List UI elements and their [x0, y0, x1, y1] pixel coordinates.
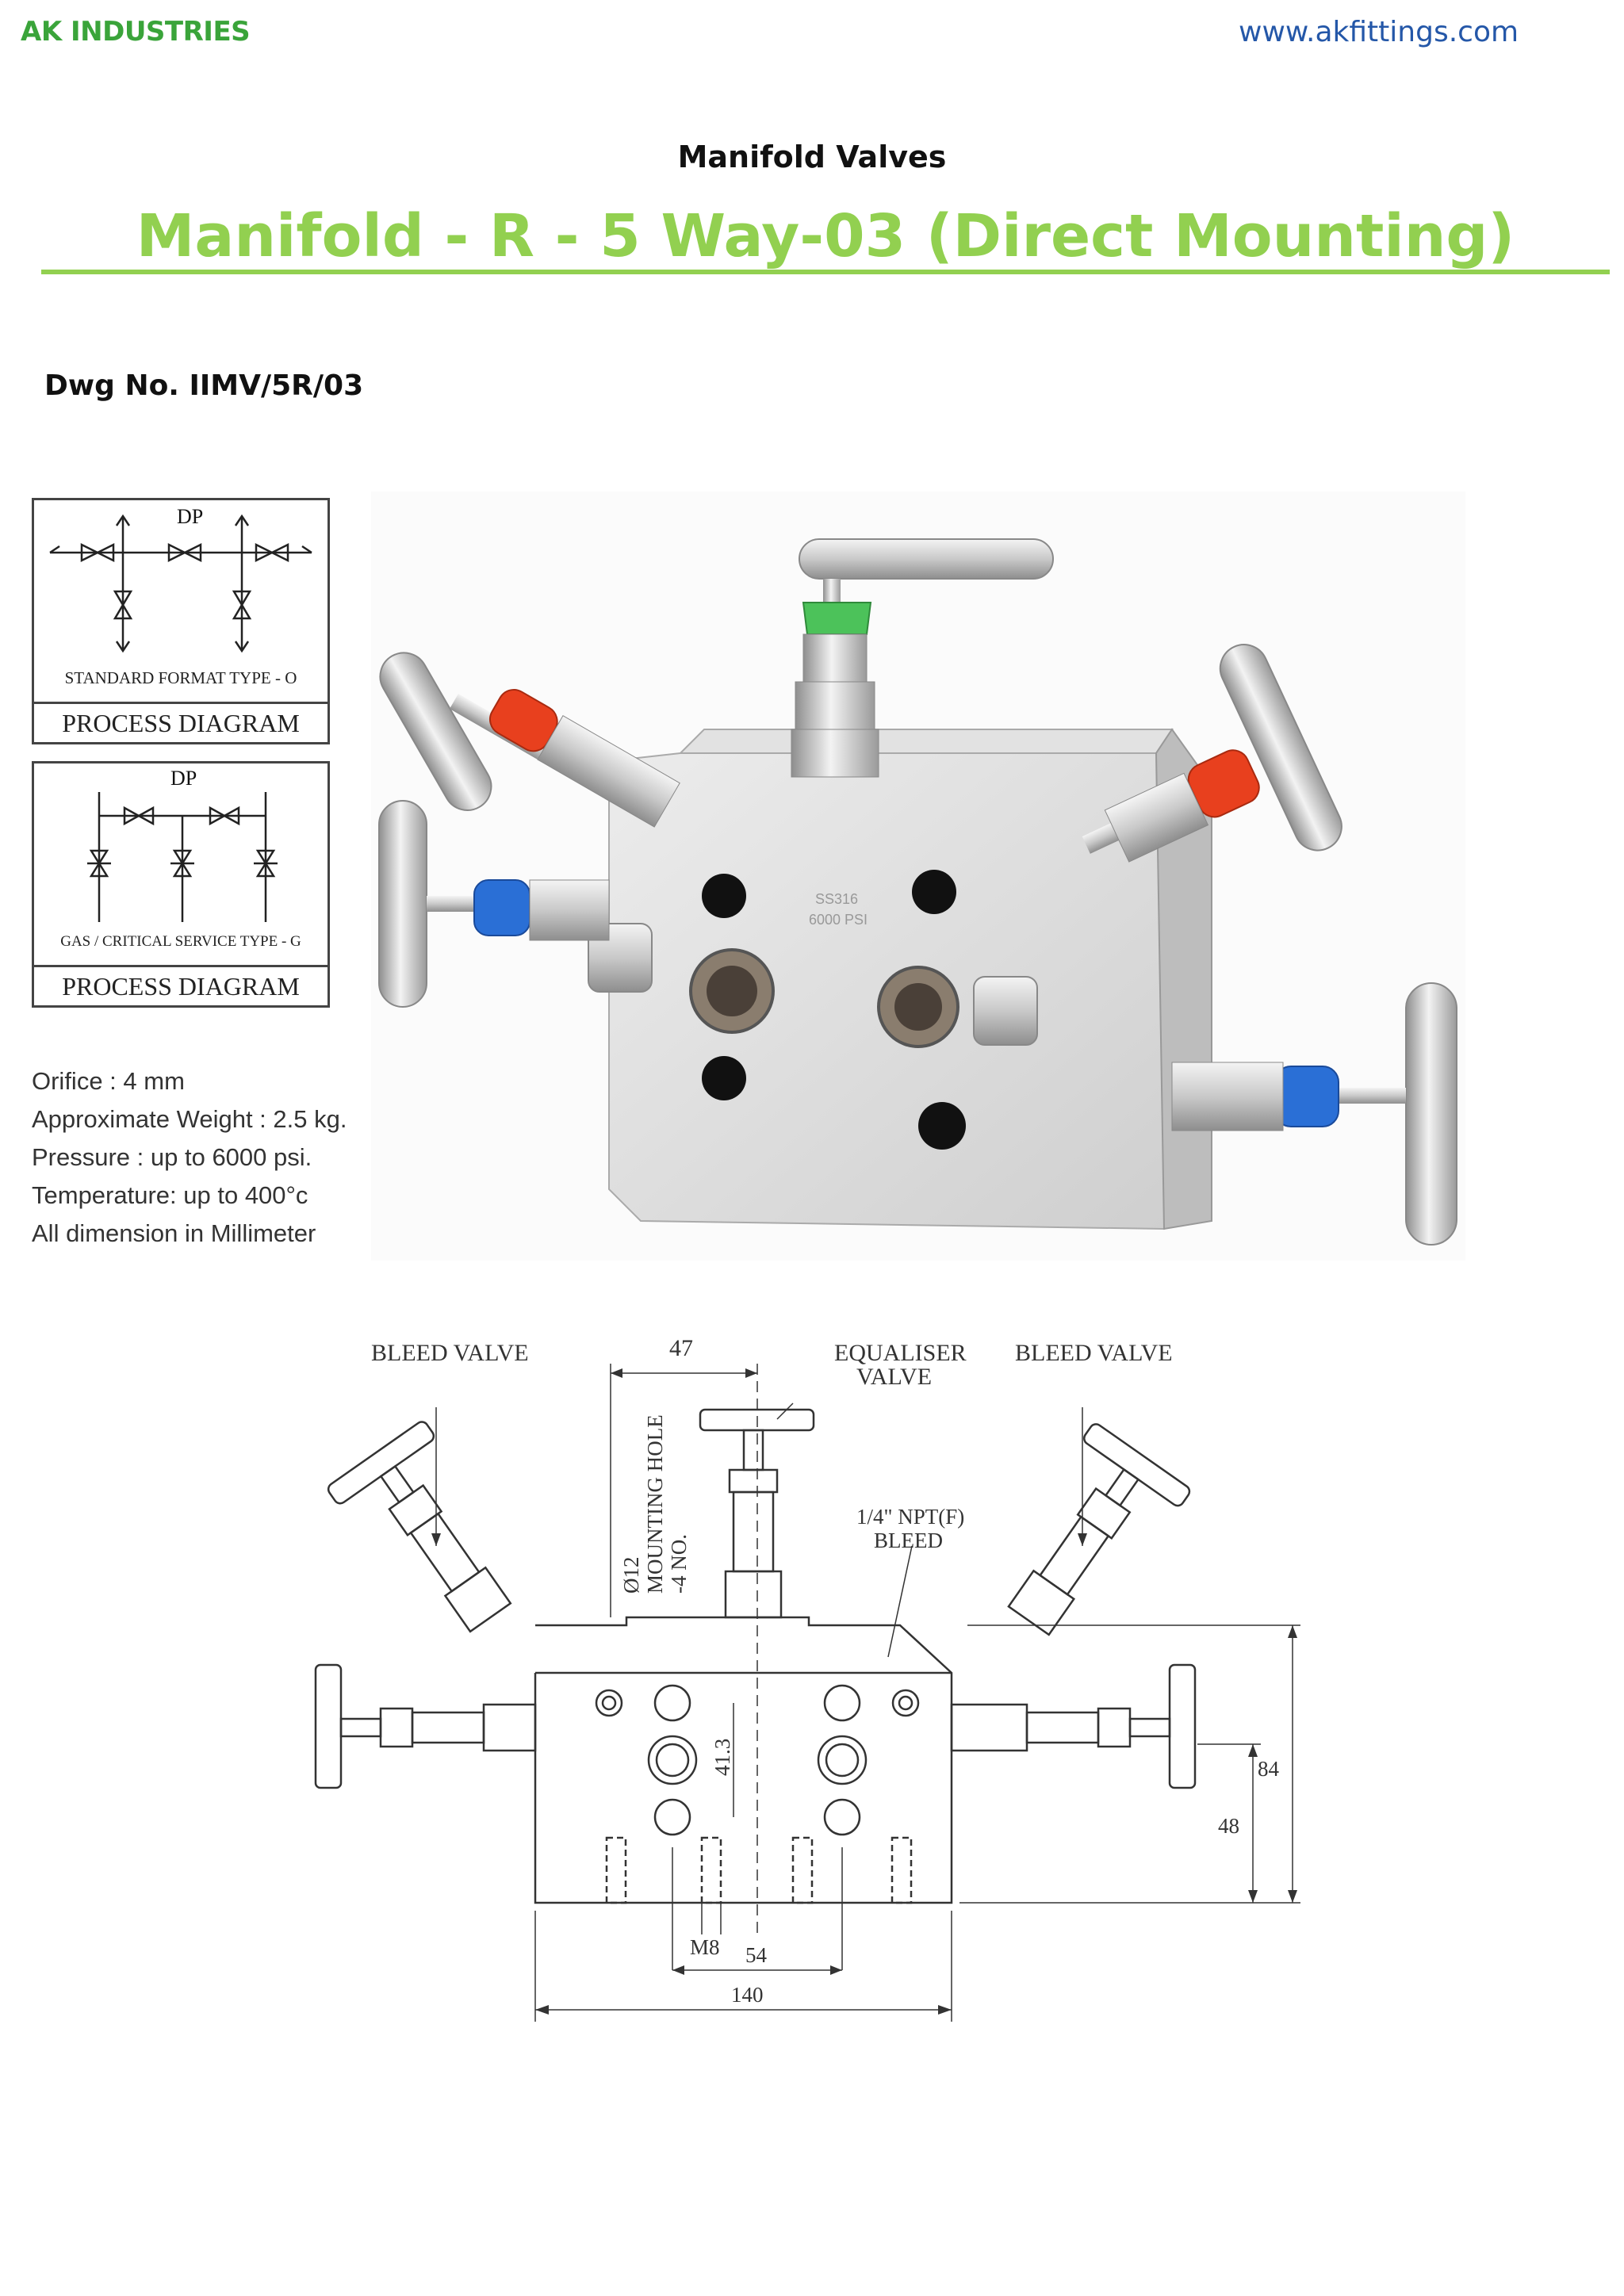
dp-label: DP	[170, 767, 197, 790]
dimension-drawing: BLEED VALVE 47 EQUALISER VALVE BLEED VAL…	[314, 1335, 1300, 2022]
lower-right-handle	[1405, 982, 1457, 1246]
process-diagram-schematic	[87, 792, 278, 922]
bleed-valve-right-label: BLEED VALVE	[1015, 1340, 1173, 1366]
title-underline	[41, 270, 1610, 274]
diagram-caption: PROCESS DIAGRAM	[34, 965, 327, 1005]
category-heading: Manifold Valves	[677, 140, 947, 174]
dim-140: 140	[731, 1983, 764, 2007]
website-link[interactable]: www.akfittings.com	[1239, 16, 1519, 48]
process-diagram-schematic	[49, 514, 312, 653]
dim-48: 48	[1218, 1814, 1239, 1838]
diagram-caption: PROCESS DIAGRAM	[34, 702, 327, 742]
upper-left-handle	[379, 652, 492, 811]
npt-bleed-label-1: 1/4" NPT(F)	[856, 1505, 964, 1529]
body-marking-2: 6000 PSI	[809, 912, 868, 928]
diagram-type-label: GAS / CRITICAL SERVICE TYPE - G	[60, 933, 301, 950]
specifications-list: Orifice : 4 mm Approximate Weight : 2.5 …	[32, 1062, 347, 1253]
dim-m8: M8	[690, 1935, 720, 1959]
upper-right-handle	[1219, 644, 1342, 851]
process-diagram-gas: DP GAS / CRITICAL SERVICE TYPE - G PROCE…	[32, 761, 330, 1008]
diagram-type-label: STANDARD FORMAT TYPE - O	[64, 668, 297, 687]
mounting-hole-label-1: Ø12	[619, 1557, 643, 1594]
dim-47: 47	[669, 1335, 693, 1361]
lower-left-handle	[378, 800, 427, 1008]
dp-label: DP	[177, 505, 204, 528]
spec-orifice: Orifice : 4 mm	[32, 1067, 185, 1095]
spec-temperature: Temperature: up to 400°c	[32, 1181, 308, 1209]
green-cap	[802, 602, 872, 635]
npt-bleed-label-2: BLEED	[874, 1529, 943, 1552]
company-name: AK INDUSTRIES	[21, 16, 251, 48]
dim-84: 84	[1258, 1757, 1280, 1781]
dim-54: 54	[745, 1943, 768, 1967]
product-photo: SS316 6000 PSI	[371, 492, 1465, 1261]
spec-pressure: Pressure : up to 6000 psi.	[32, 1143, 312, 1171]
center-handle	[799, 538, 1054, 580]
mounting-hole-label-3: -4 NO.	[667, 1534, 691, 1594]
spec-units: All dimension in Millimeter	[32, 1219, 316, 1247]
body-marking-1: SS316	[815, 891, 858, 907]
spec-weight: Approximate Weight : 2.5 kg.	[32, 1105, 347, 1133]
equaliser-label-2: VALVE	[856, 1364, 932, 1390]
process-diagram-standard: DP STANDARD FORMAT TYPE - O PROCESS DIAG…	[32, 498, 330, 744]
dim-41-3: 41.3	[710, 1739, 734, 1776]
page-title: Manifold - R - 5 Way-03 (Direct Mounting…	[136, 202, 1515, 270]
blue-cap	[473, 879, 530, 936]
bleed-valve-left-label: BLEED VALVE	[371, 1340, 529, 1366]
mounting-hole-label-2: MOUNTING HOLE	[643, 1414, 667, 1594]
equaliser-label-1: EQUALISER	[834, 1340, 967, 1366]
drawing-number: Dwg No. IIMV/5R/03	[44, 369, 364, 402]
